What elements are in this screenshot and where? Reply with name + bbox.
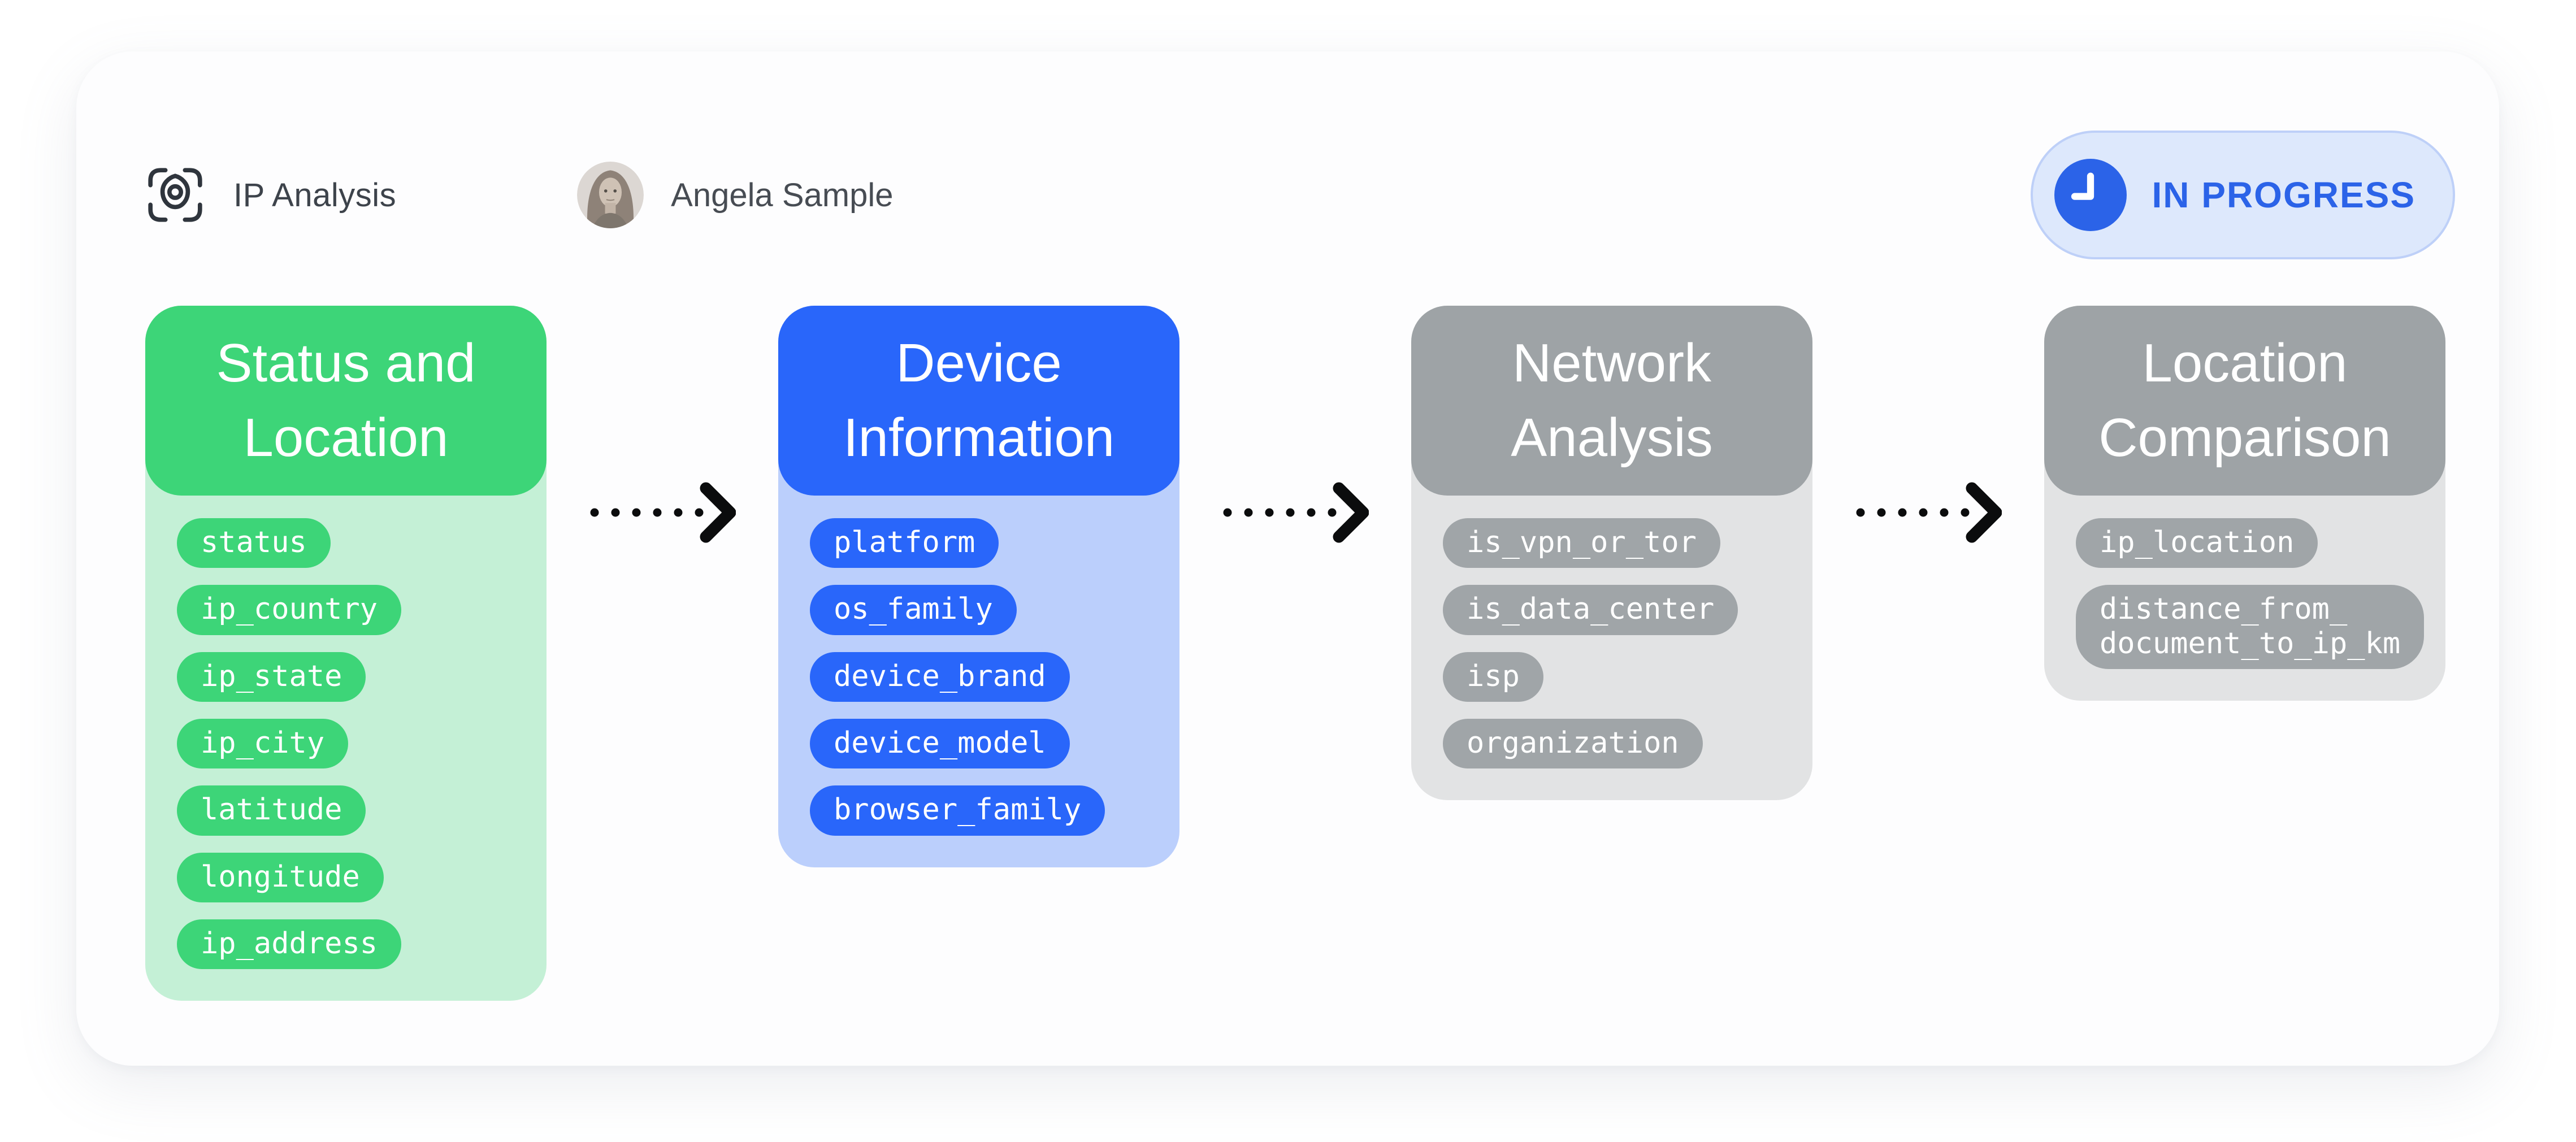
field-tag: ip_address: [177, 919, 402, 970]
field-tag: browser_family: [810, 785, 1105, 836]
card-header: IP Analysis An: [145, 131, 2455, 259]
field-tag: is_vpn_or_tor: [1443, 518, 1720, 568]
field-tag: isp: [1443, 652, 1543, 702]
dotted-arrow-right-icon: [590, 482, 736, 543]
stage-header: Location Comparison: [2044, 306, 2445, 496]
field-tag: ip_country: [177, 585, 402, 635]
stage-status-and-location[interactable]: Status and Location status ip_country ip…: [145, 306, 547, 1001]
avatar-portrait: [577, 162, 644, 228]
stage-header: Status and Location: [145, 306, 547, 496]
pipeline: Status and Location status ip_country ip…: [145, 306, 2445, 1001]
user-chip: Angela Sample: [577, 162, 894, 228]
avatar: [577, 162, 644, 228]
app-title-group: IP Analysis: [145, 165, 396, 225]
field-tag: organization: [1443, 718, 1703, 769]
stage-title: Location Comparison: [2098, 333, 2391, 468]
field-tag: latitude: [177, 785, 366, 836]
field-tag: ip_state: [177, 652, 366, 702]
status-label: IN PROGRESS: [2152, 175, 2415, 215]
stage-field-list: platform os_family device_brand device_m…: [778, 496, 1179, 867]
field-tag: status: [177, 518, 331, 568]
stage-header: Device Information: [778, 306, 1179, 496]
stage-title: Status and Location: [216, 333, 476, 468]
app-title: IP Analysis: [233, 176, 397, 214]
stage-connector: [1179, 306, 1411, 546]
clock-icon: [2054, 159, 2127, 231]
dotted-arrow-right-icon: [1223, 482, 1369, 543]
stage-connector: [1812, 306, 2044, 546]
stage-connector: [547, 306, 778, 546]
user-name: Angela Sample: [671, 176, 894, 214]
analysis-card: IP Analysis An: [76, 51, 2499, 1066]
status-badge: IN PROGRESS: [2031, 131, 2455, 259]
field-tag: device_brand: [810, 652, 1070, 702]
stage-header: Network Analysis: [1411, 306, 1812, 496]
dotted-arrow-right-icon: [1856, 482, 2002, 543]
field-tag: os_family: [810, 585, 1017, 635]
field-tag: ip_location: [2076, 518, 2318, 568]
location-scan-icon: [148, 168, 202, 222]
stage-field-list: ip_location distance_from_ document_to_i…: [2044, 496, 2445, 701]
stage-title: Device Information: [843, 333, 1115, 468]
field-tag: ip_city: [177, 718, 349, 769]
stage-field-list: is_vpn_or_tor is_data_center isp organiz…: [1411, 496, 1812, 800]
stage-network-analysis[interactable]: Network Analysis is_vpn_or_tor is_data_c…: [1411, 306, 1812, 801]
stage-device-information[interactable]: Device Information platform os_family de…: [778, 306, 1179, 867]
stage-field-list: status ip_country ip_state ip_city latit…: [145, 496, 547, 1001]
field-tag: device_model: [810, 718, 1070, 769]
field-tag: distance_from_ document_to_ip_km: [2076, 585, 2425, 669]
field-tag: platform: [810, 518, 999, 568]
field-tag: is_data_center: [1443, 585, 1738, 635]
field-tag: longitude: [177, 852, 384, 902]
stage-title: Network Analysis: [1511, 333, 1713, 468]
stage-location-comparison[interactable]: Location Comparison ip_location distance…: [2044, 306, 2445, 701]
